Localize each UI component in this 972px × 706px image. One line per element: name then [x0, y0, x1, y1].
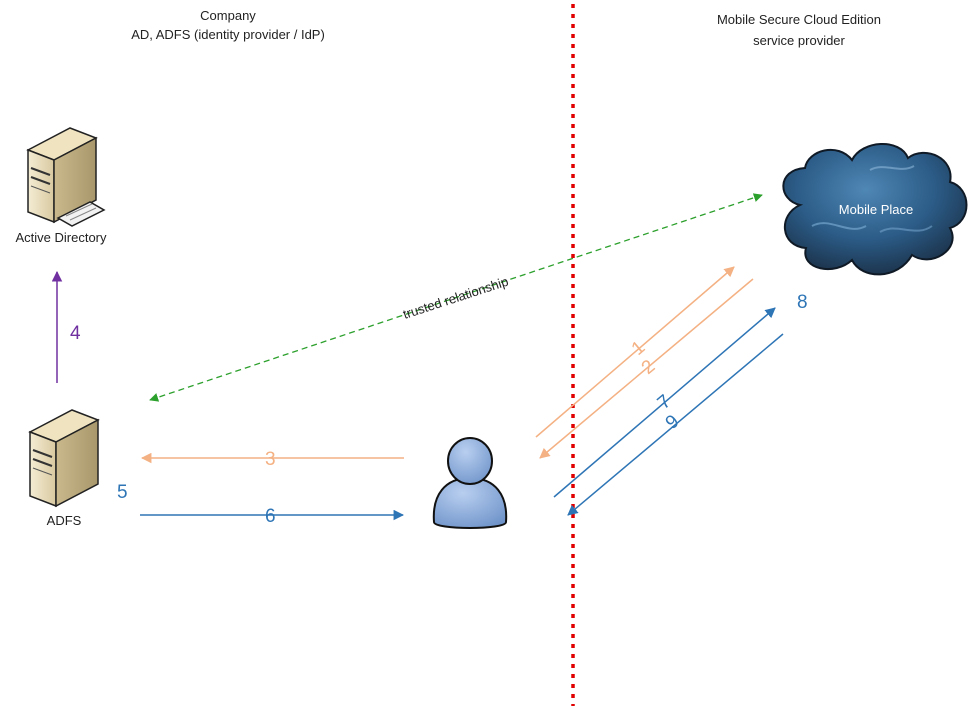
user-icon [432, 437, 508, 529]
step-1-arrow [535, 266, 735, 438]
step-2-label: 2 [638, 356, 660, 379]
step-4-label: 4 [70, 323, 81, 344]
step-3-label: 3 [265, 449, 276, 470]
active-directory-label: Active Directory [15, 230, 107, 245]
step-7-arrow [553, 307, 776, 498]
cloud-label: Mobile Place [839, 202, 913, 217]
step-9-arrow [567, 333, 784, 516]
company-subtitle: AD, ADFS (identity provider / IdP) [131, 27, 325, 42]
provider-subtitle: service provider [753, 33, 845, 48]
trusted-relationship-label: trusted relationship [401, 274, 510, 322]
cloud-icon [782, 143, 968, 276]
step-2-arrow [539, 278, 754, 459]
step-7-label: 7 [654, 391, 676, 414]
step-6-label: 6 [265, 506, 276, 527]
step-9-label: 9 [662, 411, 684, 434]
provider-title: Mobile Secure Cloud Edition [717, 12, 881, 27]
company-title: Company [200, 8, 256, 23]
trusted-relationship-arrow [149, 193, 763, 402]
step-8-label: 8 [797, 292, 808, 313]
adfs-label: ADFS [47, 513, 82, 528]
step-5-label: 5 [117, 482, 128, 503]
active-directory-server-icon [26, 127, 106, 227]
adfs-server-icon [28, 409, 100, 508]
